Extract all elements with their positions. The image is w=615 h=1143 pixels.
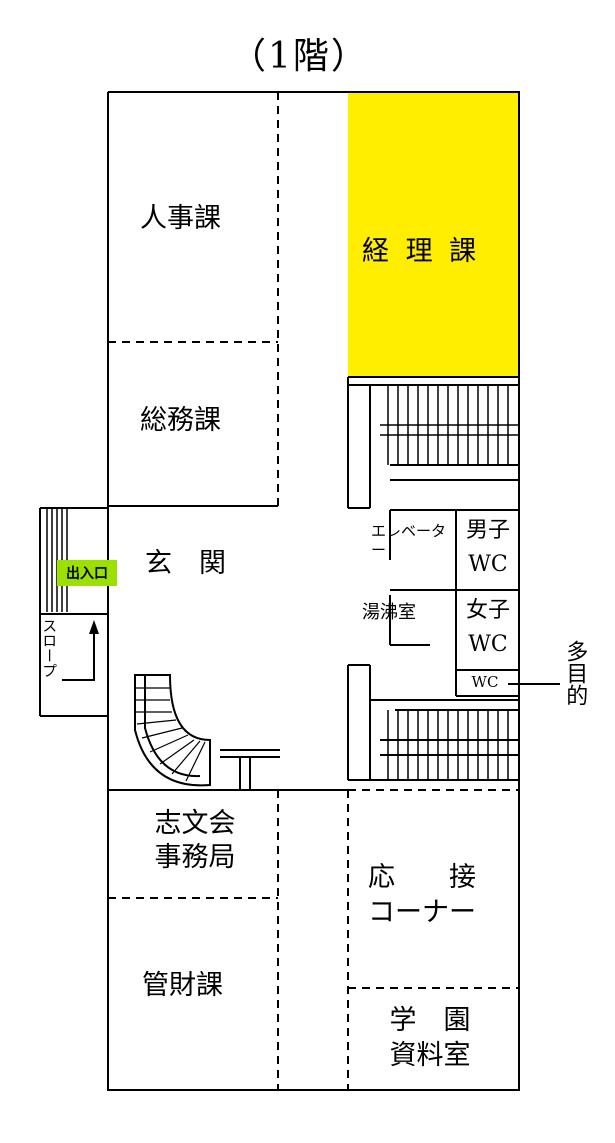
room-kanzai: 管財課 bbox=[142, 970, 223, 1001]
curved-stair-treads bbox=[135, 687, 206, 782]
room-genkan: 玄 関 bbox=[145, 548, 226, 579]
room-men-wc-line1: 男子 bbox=[465, 518, 510, 543]
room-ousetsu-line2: コーナー bbox=[368, 897, 476, 928]
room-yuwakashi: 湯沸室 bbox=[362, 602, 416, 623]
keiri-highlight bbox=[348, 92, 519, 377]
room-shibunkai-line2: 事務局 bbox=[154, 842, 236, 873]
walls bbox=[39, 91, 560, 1091]
room-multi-wc: WC bbox=[471, 673, 499, 691]
room-women-wc-line2: WC bbox=[468, 632, 508, 657]
room-elevator: エレベーター bbox=[371, 522, 447, 559]
entrance-badge: 出入口 bbox=[57, 560, 117, 586]
room-gakuen-line2: 資料室 bbox=[389, 1040, 471, 1071]
room-shibunkai-line1: 志文会 bbox=[154, 808, 236, 839]
slope-arrow bbox=[62, 632, 95, 681]
partitions bbox=[108, 92, 519, 1090]
label-slope: スロープ bbox=[40, 618, 59, 678]
room-somu: 総務課 bbox=[140, 405, 221, 436]
room-keiri: 経 理 課 bbox=[362, 236, 481, 267]
room-gakuen-line1: 学 園 bbox=[389, 1005, 471, 1036]
label-multipurpose: 多目的 bbox=[562, 640, 588, 706]
slope-arrowhead bbox=[89, 620, 99, 634]
stair-treads-lower bbox=[387, 710, 509, 780]
room-women-wc-line1: 女子 bbox=[465, 598, 510, 623]
floor-title: （1階） bbox=[230, 36, 369, 77]
room-ousetsu-line1: 応 接 bbox=[368, 862, 476, 893]
stair-treads-upper bbox=[380, 385, 519, 465]
room-men-wc-line2: WC bbox=[468, 552, 508, 577]
room-jinji: 人事課 bbox=[140, 203, 221, 234]
